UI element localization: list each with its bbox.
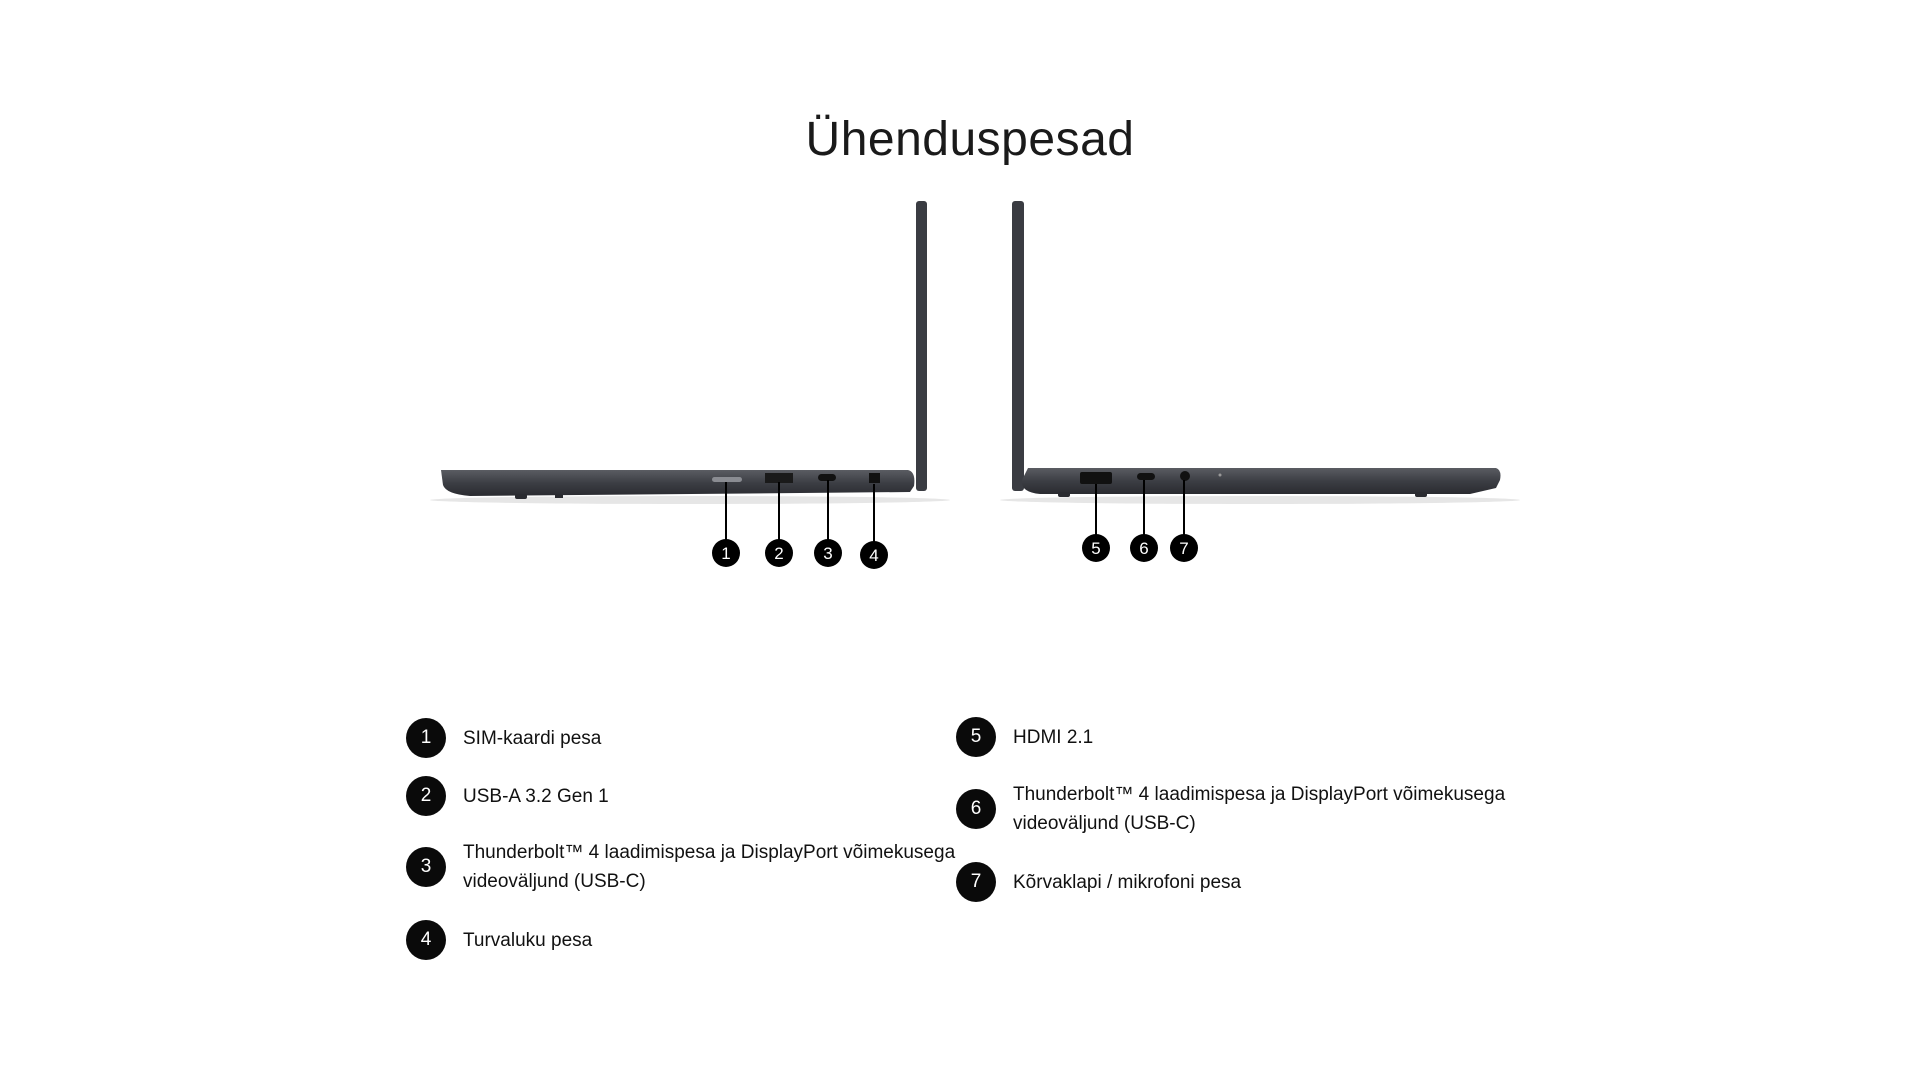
legend-label: Turvaluku pesa [463,929,593,951]
legend-item-audio: 7 Kõrvaklapi / mikrofoni pesa [956,862,1241,902]
legend-item-thunderbolt-left: 3 Thunderbolt™ 4 laadimispesa ja Display… [406,838,966,896]
callout-2: 2 [774,544,783,563]
number-badge: 5 [956,717,996,757]
legend-item-usb-a: 2 USB-A 3.2 Gen 1 [406,776,609,816]
number-badge: 2 [406,776,446,816]
callout-3: 3 [823,544,832,563]
usb-c-port-icon [818,474,836,481]
legend-label: Thunderbolt™ 4 laadimispesa ja DisplayPo… [463,842,956,892]
sim-slot-icon [712,477,742,482]
number-badge: 6 [956,789,996,829]
laptop-left-side [430,201,950,504]
number-badge: 3 [406,847,446,887]
hdmi-port-icon [1080,472,1112,484]
page-title: Ühenduspesad [805,113,1135,166]
callout-badges: 1 2 3 4 5 6 7 [712,534,1198,569]
legend-label: HDMI 2.1 [1013,726,1094,748]
usb-a-port-icon [765,473,793,483]
legend-label: Thunderbolt™ 4 laadimispesa ja DisplayPo… [1013,784,1506,834]
callout-4: 4 [869,546,878,565]
legend-item-thunderbolt-right: 6 Thunderbolt™ 4 laadimispesa ja Display… [956,780,1516,838]
laptop-side-views: 1 2 3 4 5 6 7 [430,201,1520,569]
laptop-right-side [1000,201,1520,504]
number-badge: 4 [406,920,446,960]
callout-1: 1 [721,544,730,563]
callout-6: 6 [1139,539,1148,558]
legend-label: SIM-kaardi pesa [463,727,602,749]
number-badge: 1 [406,718,446,758]
number-badge: 7 [956,862,996,902]
callout-7: 7 [1179,539,1188,558]
audio-jack-icon [1180,471,1190,481]
lock-slot-icon [869,473,880,483]
legend-label: Kõrvaklapi / mikrofoni pesa [1013,871,1242,893]
legend-item-sim: 1 SIM-kaardi pesa [406,718,601,758]
callouts [725,480,1185,542]
legend-item-hdmi: 5 HDMI 2.1 [956,717,1093,757]
callout-5: 5 [1091,539,1100,558]
usb-c-port-icon [1137,473,1155,480]
legend-label: USB-A 3.2 Gen 1 [463,785,609,807]
legend-item-lock: 4 Turvaluku pesa [406,920,592,960]
